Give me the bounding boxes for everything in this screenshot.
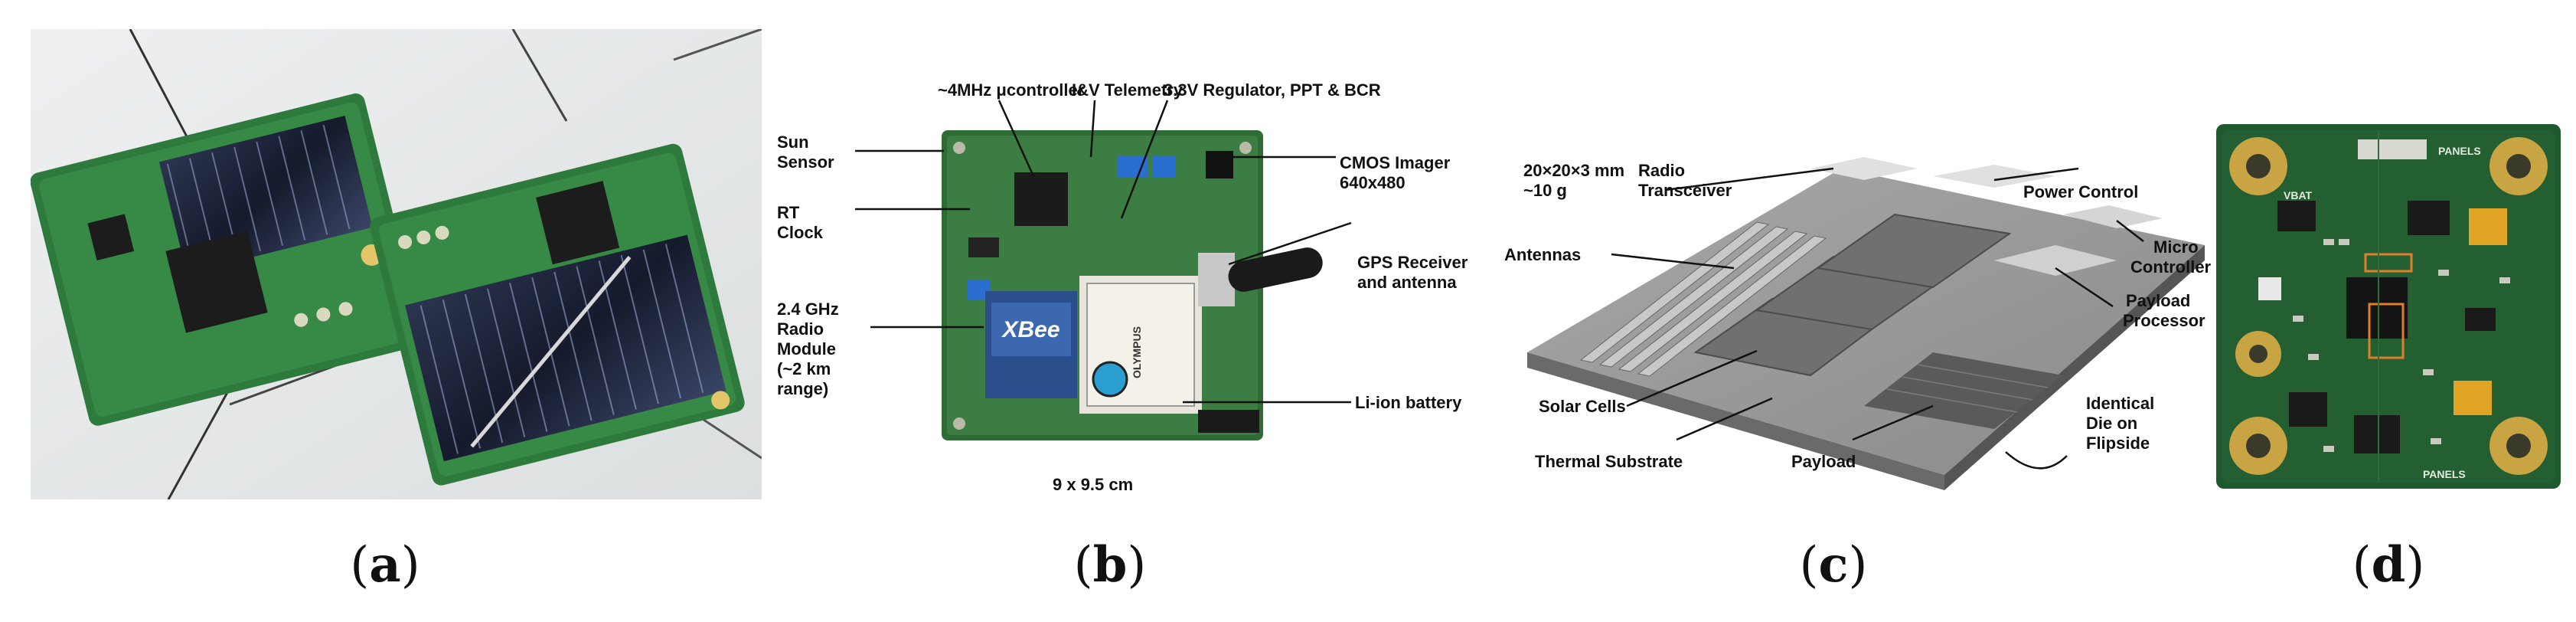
label-letter: a bbox=[369, 536, 401, 594]
xbee-text: XBee bbox=[1001, 317, 1059, 342]
radio-transceiver-chip bbox=[1810, 157, 1918, 180]
label-paren: ( bbox=[1073, 537, 1093, 594]
label-paren: ( bbox=[2352, 537, 2372, 594]
callout-rt-line2: Clock bbox=[777, 223, 824, 242]
callout-solar-cells: Solar Cells bbox=[1539, 397, 1626, 416]
callout-sun-line2: Sensor bbox=[777, 152, 834, 172]
pcb-top-view: PANELS PANELS VBAT bbox=[2216, 124, 2561, 489]
payload-array bbox=[1864, 352, 2063, 429]
callout-radio-line5: range) bbox=[777, 379, 828, 398]
label-paren: ) bbox=[1848, 537, 1868, 594]
silkscreen-vbat: VBAT bbox=[2284, 189, 2313, 201]
callout-payload-proc-line1: Payload bbox=[2126, 291, 2190, 310]
chip-diagram: 20×20×3 mm ~10 g Radio Transceiver Power… bbox=[1504, 157, 2212, 490]
callout-board-size: 9 x 9.5 cm bbox=[1053, 475, 1133, 494]
micro-controller-chip bbox=[2063, 205, 2163, 228]
label-letter: d bbox=[2371, 536, 2406, 594]
callout-antennas: Antennas bbox=[1504, 245, 1581, 264]
callout-gps-line2: and antenna bbox=[1357, 273, 1457, 292]
payload-processor-chip bbox=[1994, 245, 2117, 276]
callout-rt-line1: RT bbox=[777, 203, 800, 222]
chip-icon bbox=[165, 231, 268, 333]
callout-identical-line1: Identical bbox=[2086, 394, 2154, 413]
label-paren: ( bbox=[350, 537, 370, 594]
panel-b-label: (b) bbox=[1033, 536, 1187, 594]
callout-regulator: 3.3V Regulator, PPT & BCR bbox=[1164, 80, 1381, 100]
mounting-holes bbox=[2229, 137, 2548, 475]
substrate-edge bbox=[1527, 352, 1944, 490]
callout-gps-line1: GPS Receiver bbox=[1357, 253, 1468, 272]
label-letter: b bbox=[1092, 536, 1128, 594]
callout-power-control: Power Control bbox=[2023, 182, 2138, 201]
callout-controller: ~4MHz μcontroller bbox=[938, 80, 1085, 100]
callout-radio-line3: Module bbox=[777, 339, 836, 358]
callout-radio-line1: Radio bbox=[1638, 161, 1685, 180]
panel-c-chip-diagram: 20×20×3 mm ~10 g Radio Transceiver Power… bbox=[1504, 153, 2220, 490]
callout-battery: Li-ion battery bbox=[1355, 393, 1462, 412]
callout-radio-line2: Radio bbox=[777, 319, 824, 339]
olympus-text: OLYMPUS bbox=[1131, 326, 1143, 378]
panel-c-label: (c) bbox=[1757, 536, 1910, 594]
annotated-board-diagram: XBee OLYMPUS ~4MHz μcontroller I&V Telem… bbox=[777, 80, 1468, 494]
panel-d-pcb: PANELS PANELS VBAT bbox=[2216, 124, 2561, 489]
left-board bbox=[31, 93, 424, 426]
callout-identical-line3: Flipside bbox=[2086, 434, 2150, 453]
label-letter: c bbox=[1818, 536, 1849, 594]
panel-d-label: (d) bbox=[2312, 536, 2465, 594]
callout-radio-line1: 2.4 GHz bbox=[777, 300, 839, 319]
label-paren: ) bbox=[2405, 537, 2425, 594]
callout-sun-line1: Sun bbox=[777, 133, 809, 152]
panel-a-photo bbox=[31, 29, 762, 499]
gps-antenna bbox=[1228, 247, 1323, 292]
callout-payload: Payload bbox=[1791, 452, 1856, 471]
callout-dimensions: 20×20×3 mm bbox=[1523, 161, 1624, 180]
callout-radio-line2: Transceiver bbox=[1638, 181, 1732, 200]
power-control-chip bbox=[1933, 165, 2055, 188]
chipsat-boards-photo bbox=[31, 29, 762, 499]
callout-micro-line1: Micro bbox=[2153, 237, 2199, 257]
silkscreen-panels-top: PANELS bbox=[2438, 145, 2481, 157]
panel-b-annotated-board: XBee OLYMPUS ~4MHz μcontroller I&V Telem… bbox=[769, 73, 1500, 502]
right-board bbox=[370, 143, 745, 486]
callout-radio-line4: (~2 km bbox=[777, 359, 831, 378]
panel-a-label: (a) bbox=[309, 536, 462, 594]
callout-mass: ~10 g bbox=[1523, 181, 1567, 200]
label-paren: ) bbox=[400, 537, 420, 594]
callout-thermal-substrate: Thermal Substrate bbox=[1535, 452, 1683, 471]
processor-chip bbox=[2346, 277, 2408, 339]
callout-micro-line2: Controller bbox=[2130, 257, 2212, 277]
label-paren: ( bbox=[1799, 537, 1819, 594]
callout-identical-line2: Die on bbox=[2086, 414, 2137, 433]
callout-payload-proc-line2: Processor bbox=[2123, 311, 2205, 330]
callout-cmos-line2: 640x480 bbox=[1340, 173, 1406, 192]
callout-telemetry: I&V Telemetry bbox=[1072, 80, 1184, 100]
microcontroller-chip bbox=[1014, 172, 1068, 226]
label-paren: ) bbox=[1127, 537, 1147, 594]
silkscreen-panels-bottom: PANELS bbox=[2423, 468, 2466, 480]
callout-cmos-line1: CMOS Imager bbox=[1340, 153, 1451, 172]
